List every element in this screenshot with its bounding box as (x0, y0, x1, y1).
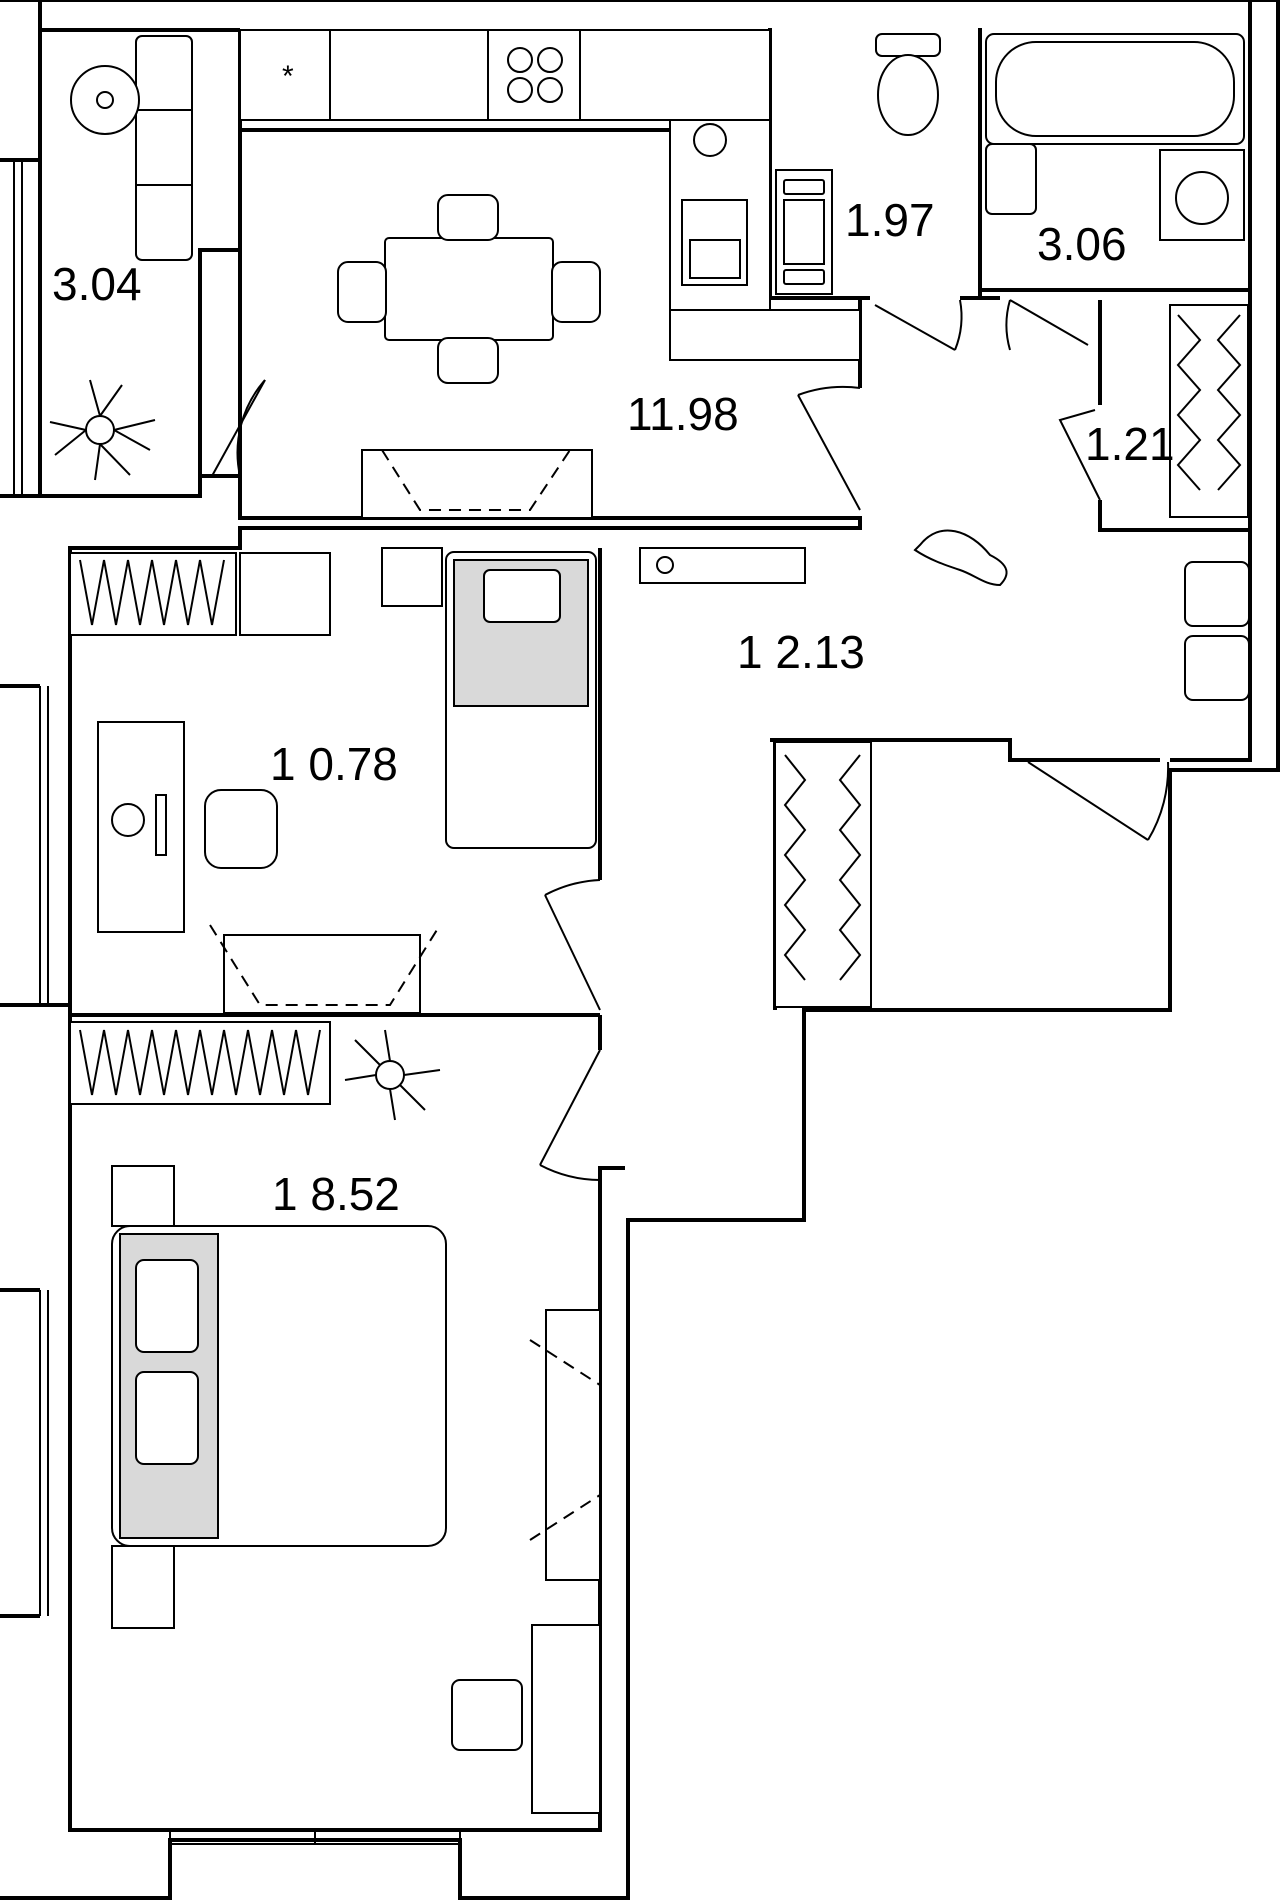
tv-icon (529, 1309, 601, 1581)
dining-table-icon (337, 194, 601, 384)
plant-icon (49, 379, 156, 481)
bed-icon (111, 1225, 447, 1547)
area-labels: 3.04 11.98 1.97 3.06 1.21 1 2.13 1 0.78 … (52, 194, 1175, 1220)
tv-icon (209, 924, 441, 1014)
toilet-icon (875, 33, 941, 136)
plant-icon (344, 1029, 441, 1121)
power-outlet-icon (1184, 561, 1250, 701)
washing-machine-icon (1159, 149, 1245, 241)
room-area-balcony: 3.04 (52, 258, 142, 310)
interior-walls (70, 28, 1250, 1050)
stove-icon (487, 29, 581, 121)
power-outlet-icon (451, 1679, 523, 1751)
room-area-kitchen: 11.98 (627, 388, 739, 440)
bathroom-furniture (985, 33, 1245, 241)
tv-icon (361, 449, 593, 519)
balcony-furniture (49, 35, 193, 481)
room-area-bathroom: 3.06 (1037, 218, 1127, 270)
plant-icon (656, 556, 674, 574)
room-area-bedroom-small: 1 0.78 (270, 738, 398, 790)
room-area-toilet: 1.97 (845, 194, 935, 246)
table-icon (70, 65, 140, 135)
sink-icon (681, 199, 748, 286)
hallway-furniture (639, 529, 1250, 1008)
cat-icon (913, 529, 1008, 587)
fridge-icon: * (282, 60, 294, 93)
bedroom-small-furniture (69, 547, 597, 1014)
bed-icon (445, 551, 597, 849)
kitchen-furniture: * (239, 29, 861, 519)
room-area-bedroom-large: 1 8.52 (272, 1168, 400, 1220)
toilet-furniture (775, 33, 941, 295)
bathtub-icon (985, 33, 1245, 145)
room-area-hallway: 1 2.13 (737, 626, 865, 678)
closet-furniture (1169, 304, 1249, 518)
room-area-closet: 1.21 (1085, 418, 1175, 470)
desk-icon (97, 721, 278, 933)
bedroom-large-furniture (69, 1021, 601, 1814)
doors[interactable] (211, 299, 1170, 1181)
